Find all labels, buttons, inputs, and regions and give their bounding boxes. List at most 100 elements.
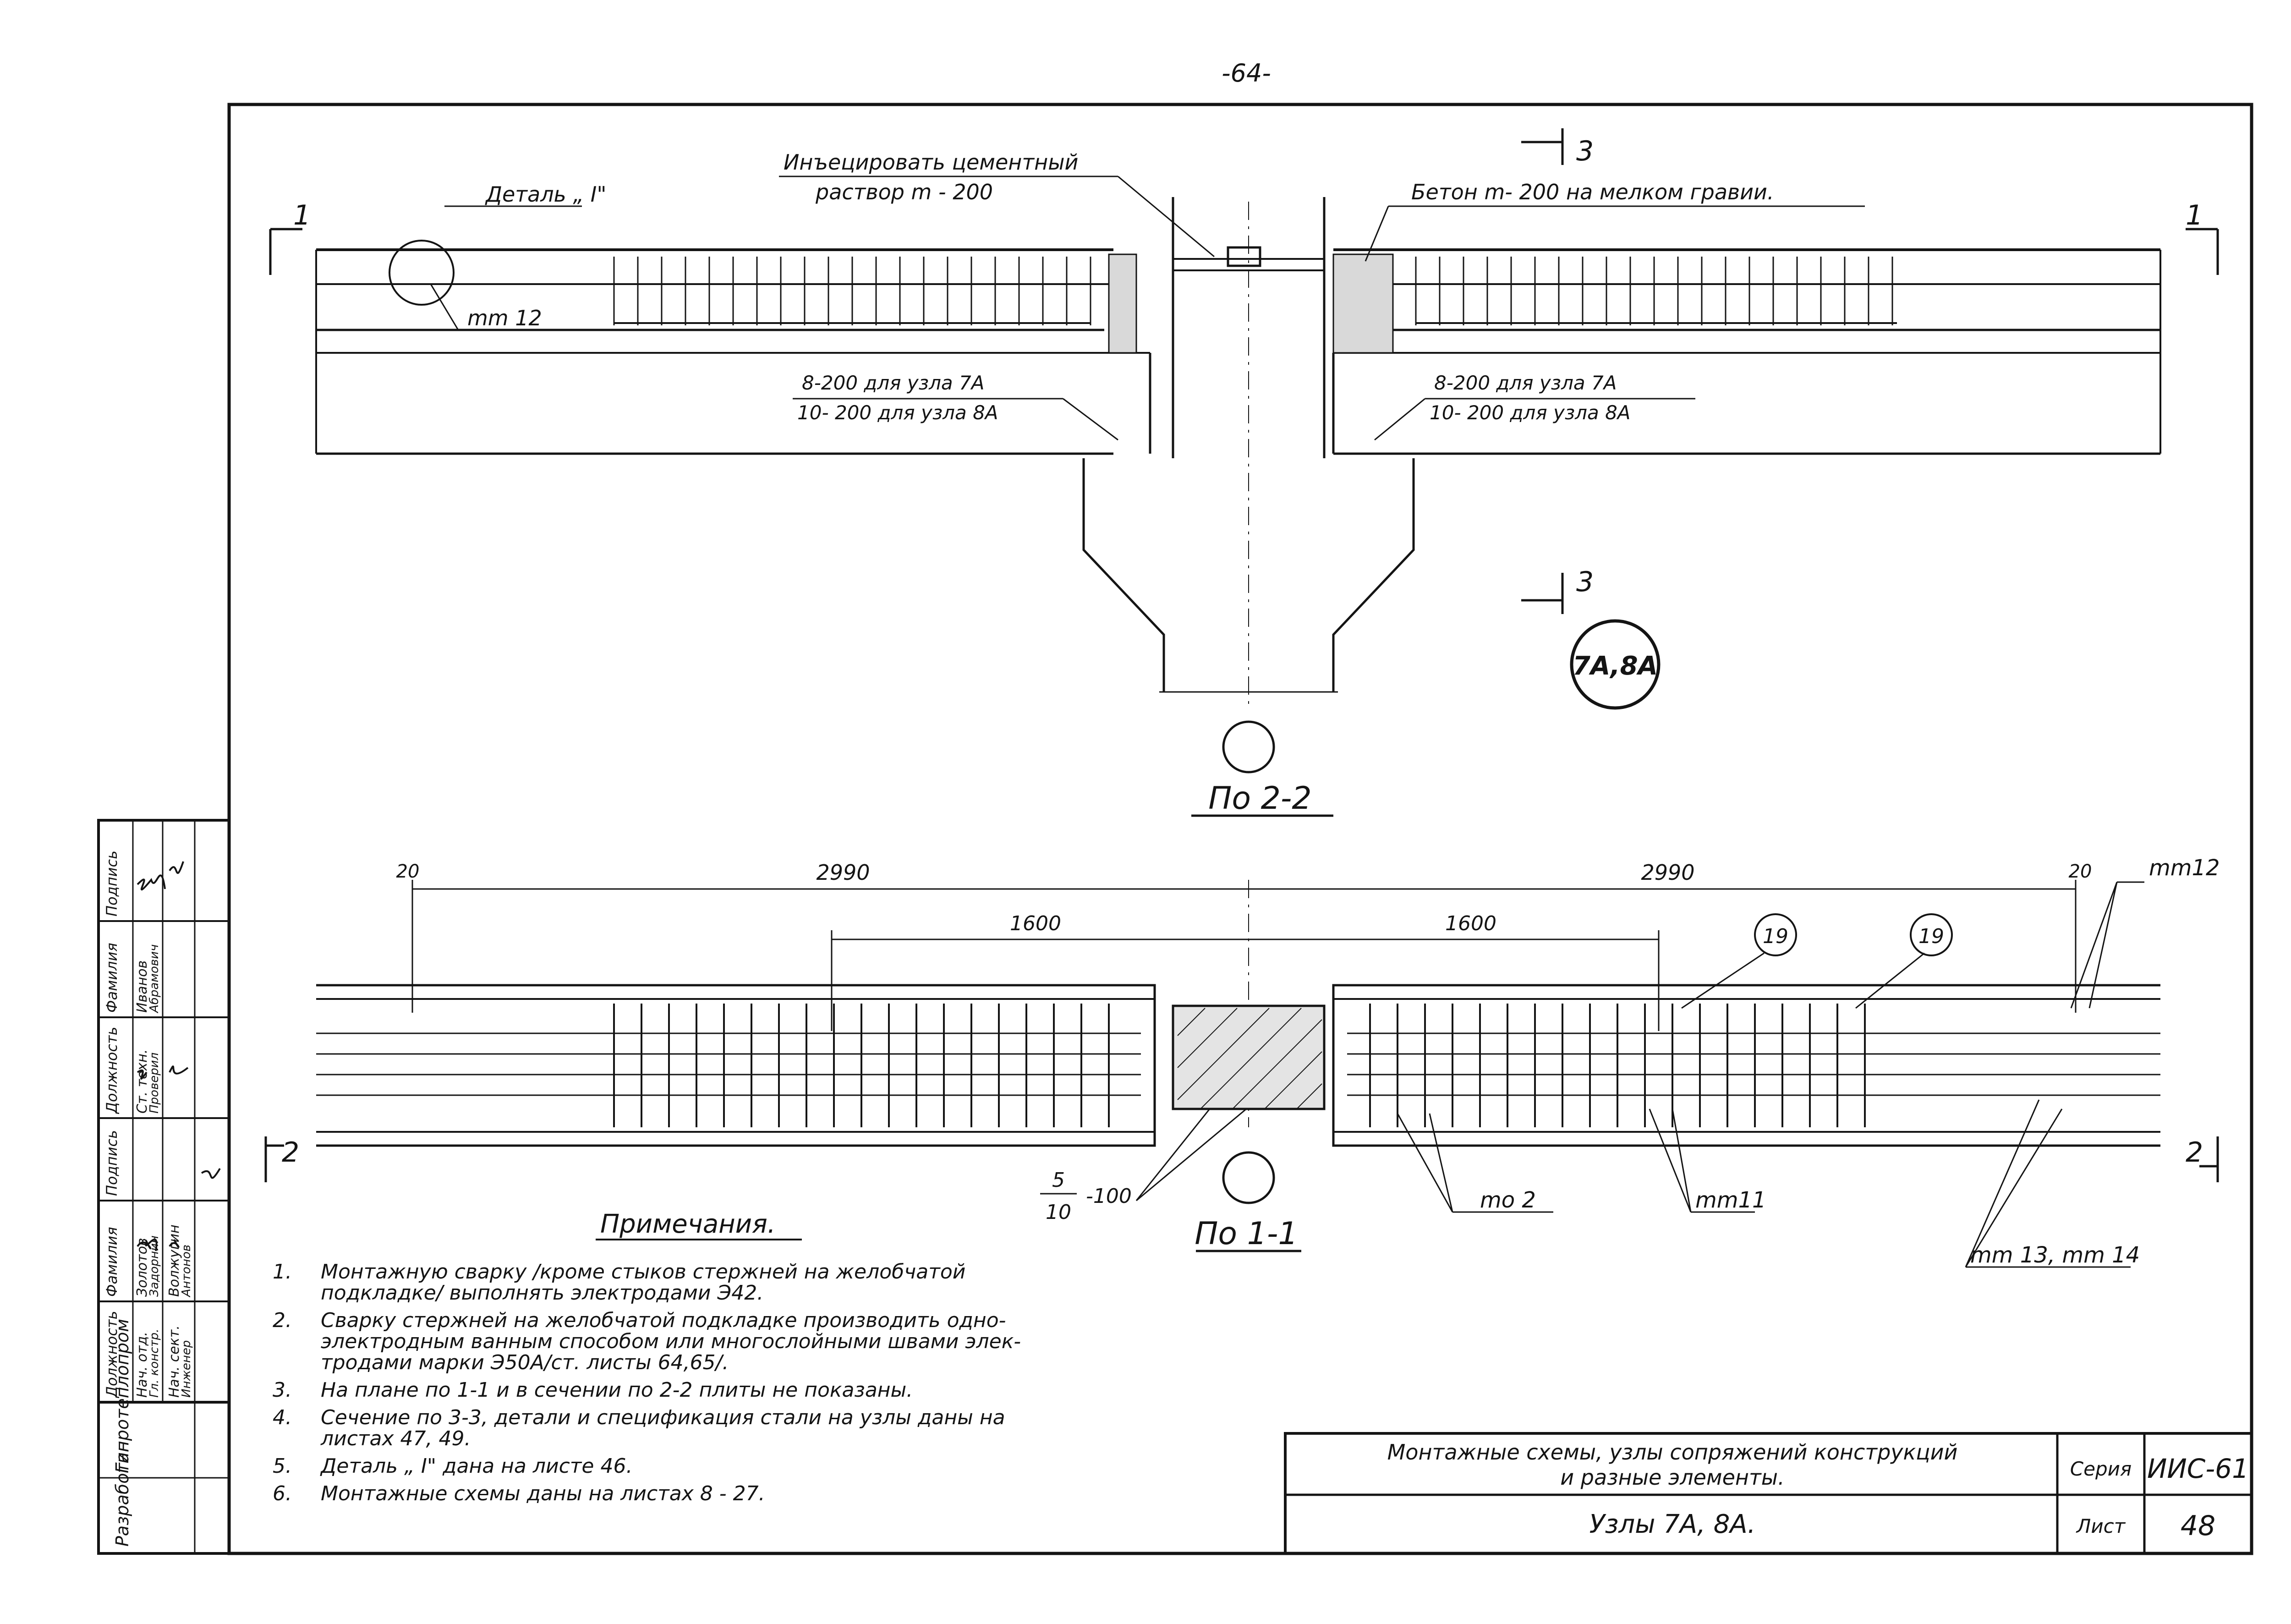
node-badge [1570,619,1661,710]
stamp-name: Волжугин [166,1224,182,1297]
note-line: Монтажную сварку /кроме стыков стержней … [321,1260,965,1284]
cut-mark-2-right-label: 2 [2186,1136,2203,1169]
mt12-label: mm 12 [467,306,542,330]
beam-right [1332,984,2160,1147]
approval-stamp: Разработан Гипротеплопром Должность Фами… [97,819,230,1555]
cut-mark-1-right: 1 [2186,199,2203,231]
stamp-header-3: Подпись [103,1130,121,1196]
cut-mark-2-left [264,1136,284,1182]
concrete-label: Бетон m- 200 на мелком гравии. [1411,180,1774,204]
note-number: 6. [273,1482,292,1505]
note-line: Сечение по 3-3, детали и спецификация ст… [321,1406,1005,1429]
stamp-group-2: Гипротеплопром [112,1319,132,1473]
note-number: 4. [273,1406,292,1429]
project-title: и разные элементы. [1560,1465,1784,1490]
sheet-number: 48 [2181,1510,2215,1542]
notes-list: 1. Монтажную сварку /кроме стыков стержне… [273,1260,1021,1505]
rebar-fraction-num: 5 [1052,1169,1065,1192]
series-value: ИИС-61 [2147,1453,2249,1484]
mm11-label: mm11 [1695,1187,1766,1213]
dim-edge-left: 20 [396,861,420,882]
stamp-group-1: Разработан [112,1441,132,1547]
dim-total-left: 2990 [816,860,870,885]
right-note: 10- 200 для узла 8А [1430,401,1631,424]
stamp-name: Иванов [134,960,150,1013]
cut-mark-3-bottom [1521,573,1564,614]
joint-hatch [1172,1004,1326,1110]
section-2-2: Деталь „ I" mm 12 Инъецировать цементный… [269,128,2219,817]
stamp-name: Антонов [180,1245,193,1298]
note-number: 1. [273,1260,292,1284]
signature-scribble [137,861,184,891]
dim-inner-left: 1600 [1010,912,1061,935]
left-note: 10- 200 для узла 8А [797,401,998,424]
callout-19-b-label: 19 [1918,925,1944,948]
stamp-role: Нач. отд. [134,1332,150,1398]
grout-fill-right [1332,253,1394,354]
cut-mark-3-bottom-label: 3 [1576,566,1594,598]
plan-1-1-title: По 1-1 [1195,1216,1298,1252]
joint-plate [1227,246,1261,267]
rebar-fraction-den: 10 [1046,1201,1071,1224]
note-line: Монтажные схемы даны на листах 8 - 27. [321,1482,765,1505]
rebar-spacing: -100 [1086,1185,1132,1208]
note-line: подкладке/ выполнять электродами Э42. [321,1281,763,1305]
notes-block: Примечания. 1. Монтажную сварку /кроме ст… [273,1209,1021,1505]
page-number: -64- [1222,59,1271,88]
cut-mark-left [269,228,302,275]
grout-fill-left [1108,253,1137,354]
section-2-2-title: По 2-2 [1208,780,1311,817]
note-line: листах 47, 49. [320,1427,471,1450]
signature-scribble [137,1238,180,1251]
inject-label: раствор m - 200 [815,180,993,204]
note-line: тродами марки Э50А/ст. листы 64,65/. [321,1351,729,1374]
note-number: 2. [273,1309,292,1332]
stamp-role: Нач. сект. [166,1325,182,1398]
stamp-role: Инженер [180,1340,193,1398]
note-line: На плане по 1-1 и в сечении по 2-2 плиты… [321,1378,913,1402]
beam-left [316,984,1156,1147]
stamp-role: Ст. техн. [134,1049,150,1114]
title-block: Монтажные схемы, узлы сопряжений констру… [1284,1432,2253,1555]
cut-mark-2-right [2199,1136,2219,1182]
cut-mark-1-left: 1 [293,199,311,231]
detail-i-circle [389,240,455,306]
stamp-header-4: Должность [103,1027,121,1114]
cut-mark-3-top [1521,128,1564,165]
detail-i-label: Деталь „ I" [485,182,607,207]
note-line: электродным ванным способом или многосло… [321,1330,1021,1353]
stamp-role: Проверил [148,1053,161,1114]
cut-mark-2-left-label: 2 [282,1136,299,1169]
signature-scribble [137,1065,221,1179]
stamp-name: Золотов [134,1238,150,1297]
left-note: 8-200 для узла 7А [802,372,984,394]
stamp-header-1: Должность [103,1311,121,1399]
dim-edge-right: 20 [2069,861,2092,882]
cut-mark-right [2186,228,2219,275]
stamp-header-5: Фамилия [103,943,121,1013]
stamp-role: Гл. констр. [148,1329,161,1398]
mm13-label: mm 13, mm 14 [1970,1242,2140,1268]
column-outline [1082,458,1415,692]
project-title: Монтажные схемы, узлы сопряжений констру… [1387,1440,1958,1465]
stamp-name: Задорнин [148,1235,161,1297]
stamp-header-6: Подпись [103,850,121,916]
section-marker-circle-plan [1222,1151,1275,1204]
note-line: Сварку стержней на желобчатой подкладке … [321,1309,1006,1332]
notes-heading: Примечания. [600,1209,776,1239]
right-note: 8-200 для узла 7А [1434,372,1617,394]
series-label: Серия [2070,1458,2132,1480]
callout-19-b [1910,913,1953,956]
node-badge-label: 7А,8А [1573,651,1658,681]
mo2-label: mo 2 [1480,1187,1536,1213]
callout-19-a [1754,913,1797,956]
note-number: 5. [273,1454,292,1478]
sheet-title: Узлы 7А, 8А. [1589,1509,1756,1539]
stamp-name: Абрамович [148,944,161,1014]
dim-total-right: 2990 [1641,860,1694,885]
stamp-header-2: Фамилия [103,1227,121,1297]
stirrup-group [613,257,1897,1127]
note-number: 3. [273,1378,292,1402]
cut-mark-3-top-label: 3 [1576,135,1594,167]
